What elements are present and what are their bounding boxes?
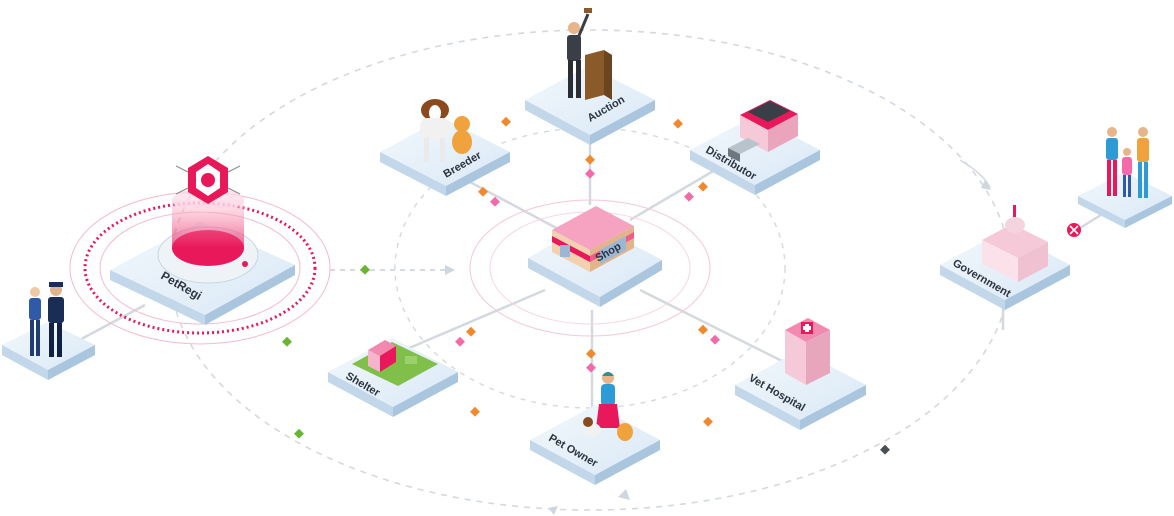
farmhouse-icon (352, 340, 438, 386)
woman-with-pets-icon (583, 372, 633, 441)
storefront-icon (552, 206, 634, 272)
petregi-node[interactable]: PetRegi (69, 156, 331, 345)
petregi-to-shop-arrow (330, 265, 455, 275)
warehouse-truck-icon (728, 100, 798, 162)
breeder-node[interactable]: Breeder (380, 99, 510, 196)
orbit-arrow-right (981, 180, 991, 190)
orbit-arrow-bottom-right (618, 489, 630, 500)
hospital-building-icon (785, 318, 830, 385)
markers (282, 116, 890, 455)
auctioneer-icon (567, 8, 612, 100)
orbit-arrow-bottom-left (548, 506, 558, 515)
government-building-icon (982, 205, 1048, 282)
vet-hospital-node[interactable]: Vet Hospital (735, 318, 866, 430)
shelter-node[interactable]: Shelter (328, 338, 458, 417)
dog-and-cat-icon (420, 99, 472, 162)
family-node (1078, 127, 1172, 228)
police-officers-icon (29, 282, 64, 357)
auction-node[interactable]: Auction (525, 8, 655, 145)
pet-owner-node[interactable]: Pet Owner (530, 372, 660, 485)
family-people-icon (1106, 127, 1149, 198)
shop-node[interactable]: Shop (528, 206, 662, 307)
petregi-logo-icon (175, 156, 241, 204)
police-node (2, 282, 95, 380)
government-node[interactable]: Government (940, 205, 1070, 310)
distributor-node[interactable]: Distributor (690, 100, 820, 195)
close-icon[interactable] (1067, 223, 1081, 237)
